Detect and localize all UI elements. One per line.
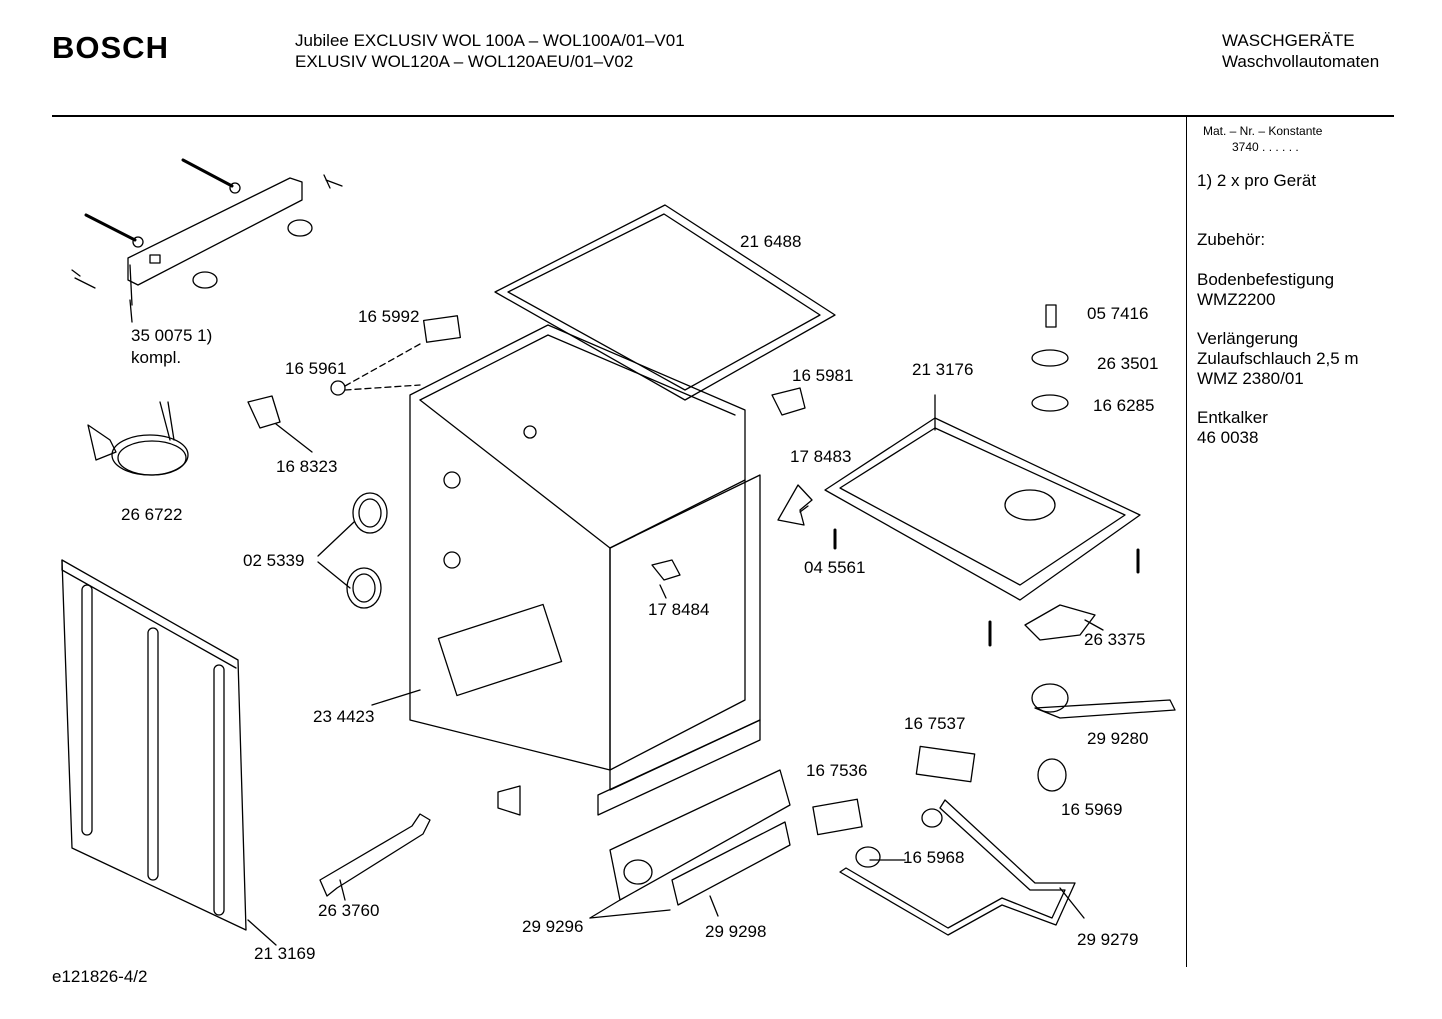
part-label-263375: 26 3375 [1084,630,1146,649]
part-label-178484: 17 8484 [648,600,710,619]
leader-lines [129,299,1104,946]
accessory-3-name: Entkalker [1197,408,1268,427]
part-label-234423: 23 4423 [313,707,375,726]
part-label-165992: 16 5992 [358,307,420,326]
base-frame [824,394,1141,601]
front-panel [597,474,761,816]
part-label-165981: 16 5981 [792,366,854,385]
leader-dashed [344,343,421,391]
footnote: 1) 2 x pro Gerät [1197,171,1317,190]
part-label-167536: 16 7536 [806,761,868,780]
mat-nr-label: Mat. – Nr. – Konstante [1203,124,1323,138]
category-title: WASCHGERÄTE [1222,31,1355,50]
part-label-299279: 29 9279 [1077,930,1139,949]
part-label-045561: 04 5561 [804,558,866,577]
exploded-parts-diagram [61,158,1176,946]
part-label-216488: 21 6488 [740,232,802,251]
part-label-167537: 16 7537 [904,714,966,733]
accessory-2-desc: Zulaufschlauch 2,5 m [1197,349,1359,368]
subcategory-title: Waschvollautomaten [1222,52,1380,71]
accessory-3-code: 46 0038 [1197,428,1259,447]
accessory-1-name: Bodenbefestigung [1197,270,1335,289]
part-label-299296: 29 9296 [522,917,584,936]
plug-part [330,380,346,396]
clip-178483 [777,484,813,526]
part-label-299298: 29 9298 [705,922,767,941]
part-label-266722: 26 6722 [121,505,183,524]
part-label-165961: 16 5961 [285,359,347,378]
part-label-165969: 16 5969 [1061,800,1123,819]
seal-rings [346,492,388,609]
bumper-165981 [771,387,806,416]
module-167537 [915,745,976,783]
mounting-bracket [497,785,521,816]
cover-plate [422,315,462,343]
foot-parts [988,304,1140,647]
drain-pump [1031,683,1176,719]
part-label-263760: 26 3760 [318,901,380,920]
part-165968b [855,846,881,868]
part-label-166285: 16 6285 [1093,396,1155,415]
cabinet-frame [409,324,746,771]
side-panel [61,559,247,931]
part-label-168323: 16 8323 [276,457,338,476]
part-label-213176: 21 3176 [912,360,974,379]
part-165969 [1037,758,1067,792]
detergent-drawer [609,769,791,906]
power-cord [87,401,189,476]
part-label-350075-note: kompl. [131,348,182,367]
sidebar-divider [1186,117,1187,967]
module-167536 [812,798,863,836]
brand-logo: BOSCH [52,30,169,65]
wire-frame [839,799,1076,936]
pump-housing [1024,604,1096,641]
part-label-263501: 26 3501 [1097,354,1159,373]
accessory-1-code: WMZ2200 [1197,290,1276,309]
mat-nr-value: 3740 . . . . . . [1232,140,1299,154]
accessory-2-name: Verlängerung [1197,329,1299,348]
part-label-165968: 16 5968 [903,848,965,867]
part-165968a [921,808,943,828]
clip-part [247,395,281,429]
clip-178484 [651,559,681,581]
header-divider [52,115,1394,117]
document-code: e121826-4/2 [52,967,148,986]
part-label-057416: 05 7416 [1087,304,1149,323]
part-label-213169: 21 3169 [254,944,316,963]
model-line-1: Jubilee EXCLUSIV WOL 100A – WOL100A/01–V… [295,31,685,50]
part-label-350075: 35 0075 1) [131,326,213,345]
part-label-025339: 02 5339 [243,551,305,570]
floor-bracket-assembly [71,158,343,306]
part-label-299280: 29 9280 [1087,729,1149,748]
wrench-tool [319,813,431,897]
part-label-178483: 17 8483 [790,447,852,466]
top-cover [494,204,836,401]
model-line-2: EXLUSIV WOL120A – WOL120AEU/01–V02 [295,52,634,71]
accessories-heading: Zubehör: [1197,230,1266,249]
accessory-2-code: WMZ 2380/01 [1197,369,1304,388]
